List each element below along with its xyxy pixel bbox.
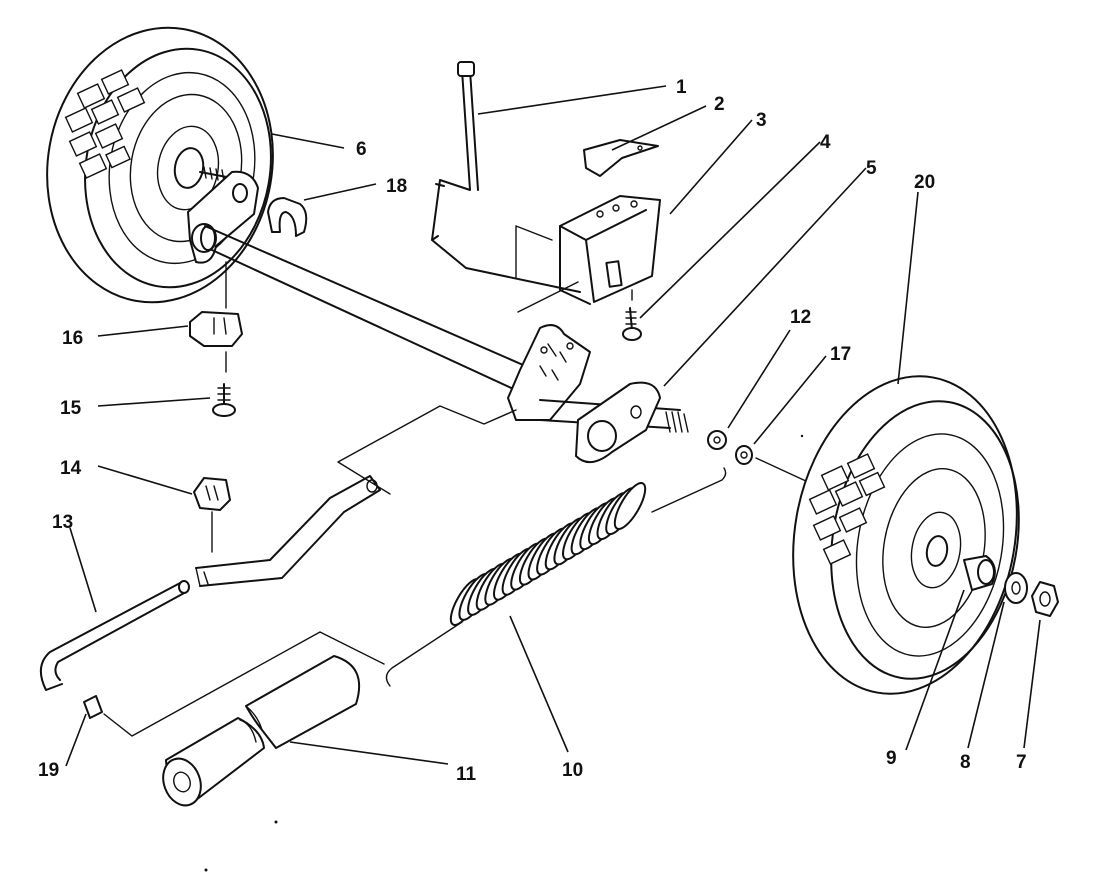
spring-coil [613,482,647,530]
callout-13: 13 [52,512,73,533]
callout-17: 17 [830,344,851,365]
screw-4 [622,289,642,341]
callout-10: 10 [562,760,583,781]
callout-labels: 1 2 3 4 5 6 18 20 12 17 16 15 14 13 19 1… [38,77,1027,785]
block-14 [193,477,231,511]
tube-11 [162,655,361,807]
callout-1: 1 [676,77,687,98]
center-pivot-bracket [507,324,591,421]
pivot-plate-5 [575,381,661,463]
callout-18: 18 [386,176,407,197]
bracket-2 [583,139,659,177]
leader-lines [65,85,1041,767]
mount-bracket-3 [515,195,661,313]
block-16 [189,311,243,347]
left-wheel-tread [64,69,146,179]
callout-20: 20 [914,172,935,193]
spacer-9 [963,555,996,591]
spring-10 [449,482,647,626]
callout-7: 7 [1016,752,1027,773]
callout-15: 15 [60,398,82,419]
callout-2: 2 [714,94,725,115]
callout-16: 16 [62,328,83,349]
clip-19 [83,695,103,719]
rod-13 [39,580,190,691]
washer-17 [735,445,753,465]
right-wheel [792,375,1020,695]
link-arm [195,405,517,587]
callout-5: 5 [866,158,877,179]
right-wheel-tread [808,453,886,565]
left-axle-bracket [187,170,259,264]
nut-7 [1031,581,1059,617]
callout-8: 8 [960,752,971,773]
callout-14: 14 [60,458,82,479]
callout-19: 19 [38,760,59,781]
washer-12 [707,430,727,450]
callout-11: 11 [456,764,477,785]
callout-3: 3 [756,110,767,131]
callout-4: 4 [820,132,831,153]
washer-8 [1004,572,1028,604]
callout-6: 6 [356,139,367,160]
callout-12: 12 [790,307,811,328]
rod-1 [431,61,581,293]
screw-15 [212,383,236,417]
left-wheel [46,26,274,304]
callout-9: 9 [886,748,897,769]
clip-18 [267,197,308,237]
axle-tube [200,225,531,393]
